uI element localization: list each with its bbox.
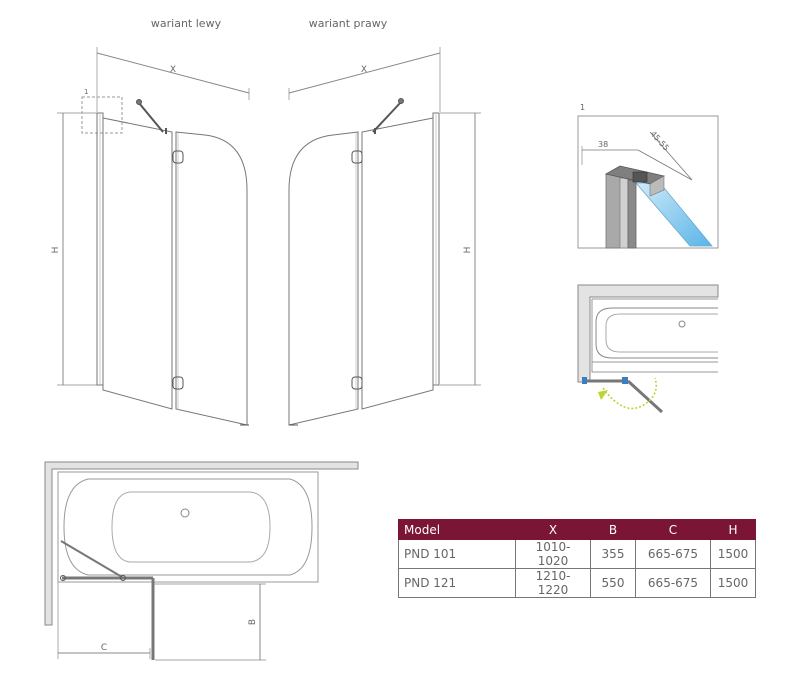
left-x-dimension-label: X — [170, 65, 176, 75]
left-variant-drawing — [57, 47, 250, 426]
left-variant-label: wariant lewy — [151, 17, 222, 30]
callout-number: 1 — [84, 88, 88, 96]
table-header-row: Model X B C H — [398, 519, 756, 540]
right-variant-label: wariant prawy — [309, 17, 388, 30]
cell-b: 550 — [590, 568, 636, 598]
detail-width-label: 38 — [598, 140, 608, 149]
header-x: X — [515, 519, 591, 540]
header-b: B — [590, 519, 636, 540]
b-dimension-label: B — [248, 619, 258, 625]
cell-model: PND 121 — [398, 568, 516, 598]
header-model: Model — [398, 519, 516, 540]
dimension-table: Model X B C H PND 101 1010-1020 355 665-… — [398, 519, 756, 598]
cell-model: PND 101 — [398, 539, 516, 569]
bathtub-top-view — [44, 461, 359, 661]
right-h-dimension-label: H — [463, 247, 473, 254]
cell-b: 355 — [590, 539, 636, 569]
right-variant-drawing — [288, 47, 481, 426]
c-dimension-label: C — [101, 643, 107, 653]
cell-h: 1500 — [710, 539, 756, 569]
header-h: H — [710, 519, 756, 540]
left-h-dimension-label: H — [51, 247, 61, 254]
cell-c: 665-675 — [635, 539, 711, 569]
cell-h: 1500 — [710, 568, 756, 598]
rotation-top-view — [577, 284, 719, 414]
detail-title: 1 — [580, 103, 585, 112]
header-c: C — [635, 519, 711, 540]
profile-detail — [577, 115, 719, 249]
table-row: PND 101 1010-1020 355 665-675 1500 — [398, 539, 756, 569]
cell-x: 1010-1020 — [515, 539, 591, 569]
cell-x: 1210-1220 — [515, 568, 591, 598]
table-row: PND 121 1210-1220 550 665-675 1500 — [398, 568, 756, 598]
right-x-dimension-label: X — [361, 65, 367, 75]
cell-c: 665-675 — [635, 568, 711, 598]
